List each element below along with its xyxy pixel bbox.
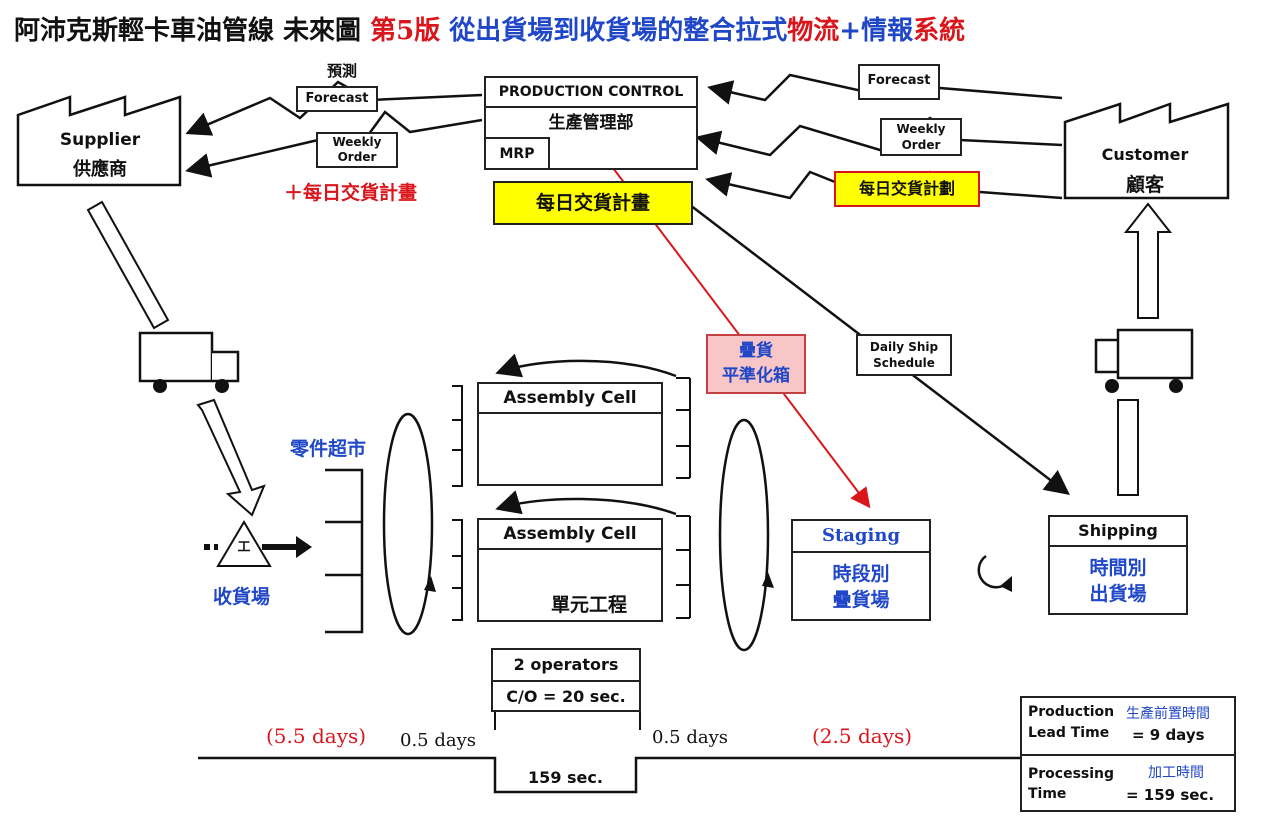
proc-value: = 159 sec.	[1126, 786, 1215, 804]
lead-value: = 9 days	[1132, 726, 1205, 744]
supplier-factory-icon	[16, 95, 182, 187]
weekly-order-left-box: Weekly Order	[316, 132, 398, 168]
lead-label-en2: Lead Time	[1028, 725, 1110, 741]
weekly-left-line1: Weekly	[332, 135, 382, 149]
lead-label-en1: Production	[1028, 704, 1115, 720]
load-leveling-line2: 平準化箱	[722, 366, 790, 386]
production-control-header: PRODUCTION CONTROL	[486, 78, 696, 108]
assembly-cell-1: Assembly Cell	[477, 382, 663, 486]
title-part-5: +情報	[839, 16, 914, 46]
proc-label-en1: Processing	[1028, 766, 1115, 782]
weekly-right-line2: Order	[901, 138, 941, 152]
assembly-cell-2-zh: 單元工程	[551, 594, 628, 616]
daily-plan-right-box: 每日交貨計劃	[834, 171, 980, 207]
daily-ship-schedule-box: Daily Ship Schedule	[856, 334, 952, 376]
shipping-line2: 出貨場	[1089, 583, 1147, 605]
production-control-box: PRODUCTION CONTROL 生產管理部 MRP	[484, 76, 698, 170]
receiving-triangle-icon	[216, 520, 272, 567]
staging-line1: 時段別	[832, 563, 890, 585]
weekly-left-line2: Order	[337, 150, 377, 164]
timeline-days-3: 0.5 days	[652, 727, 729, 748]
mrp-label: MRP	[486, 137, 550, 170]
daily-plan-center-box: 每日交貨計畫	[493, 181, 693, 225]
proc-label-zh: 加工時間	[1148, 765, 1204, 781]
weekly-order-right-box: Weekly Order	[880, 118, 962, 156]
operator-info-box: 2 operators C/O = 20 sec.	[491, 648, 641, 712]
rotate-icon	[977, 554, 1007, 589]
customer-factory-icon	[1063, 102, 1230, 200]
staging-line2: 疊貨場	[832, 589, 890, 611]
supplier-label-en: Supplier	[59, 130, 141, 150]
parts-supermarket-label: 零件超市	[290, 438, 367, 460]
shipping-title: Shipping	[1050, 517, 1186, 547]
timeline-days-4: (2.5 days)	[812, 724, 913, 748]
title-part-6: 系統	[913, 16, 966, 46]
summary-box: Production 生產前置時間 Lead Time = 9 days Pro…	[1020, 696, 1236, 812]
assembly-cell-2: Assembly Cell 單元工程	[477, 518, 663, 622]
page-title: 阿沛克斯輕卡車油管線 未來圖 第5版 從出貨場到收貨場的整合拉式物流+情報系統	[14, 10, 965, 47]
production-control-zh: 生產管理部	[548, 113, 634, 133]
receiving-icon-label: 工	[237, 540, 251, 555]
parts-supermarket-shelf	[325, 468, 364, 634]
operators-label: 2 operators	[493, 650, 639, 682]
staging-box: Staging 時段別 疊貨場	[791, 519, 931, 621]
timeline-process-time: 159 sec.	[528, 768, 603, 787]
load-leveling-line1: 疊貨	[739, 341, 773, 361]
receiving-label: 收貨場	[213, 586, 271, 608]
title-part-1: 阿沛克斯輕卡車油管線 未來圖	[14, 16, 371, 46]
changeover-label: C/O = 20 sec.	[506, 687, 626, 706]
supplier-truck-icon	[138, 331, 214, 383]
weekly-right-line1: Weekly	[896, 122, 946, 136]
forecast-right-box: Forecast	[858, 64, 940, 100]
timeline-line	[198, 756, 1020, 794]
timeline-days-1: (5.5 days)	[266, 724, 367, 748]
timeline-days-2: 0.5 days	[400, 730, 477, 751]
title-part-3: 從出貨場到收貨場的整合拉式	[449, 16, 788, 46]
forecast-left-box: Forecast	[296, 86, 378, 112]
forecast-top-zh: 預測	[326, 62, 357, 80]
daily-plan-left: ＋每日交貨計畫	[284, 182, 418, 204]
customer-truck-icon	[1116, 328, 1194, 380]
proc-label-en2: Time	[1028, 786, 1067, 802]
title-part-4: 物流	[787, 16, 840, 46]
supplier-label-zh: 供應商	[73, 159, 127, 180]
title-part-2: 第5版	[370, 16, 450, 46]
customer-label-en: Customer	[1101, 145, 1189, 164]
shipping-line1: 時間別	[1089, 557, 1147, 579]
daily-ship-line2: Schedule	[873, 356, 935, 370]
load-leveling-box: 疊貨 平準化箱	[706, 334, 806, 394]
assembly-cell-1-title: Assembly Cell	[479, 384, 661, 414]
customer-label-zh: 顧客	[1125, 174, 1164, 196]
lead-label-zh: 生產前置時間	[1126, 706, 1210, 722]
staging-title: Staging	[793, 521, 929, 553]
daily-ship-line1: Daily Ship	[869, 340, 939, 354]
assembly-cell-2-title: Assembly Cell	[479, 520, 661, 550]
shipping-box: Shipping 時間別 出貨場	[1048, 515, 1188, 615]
